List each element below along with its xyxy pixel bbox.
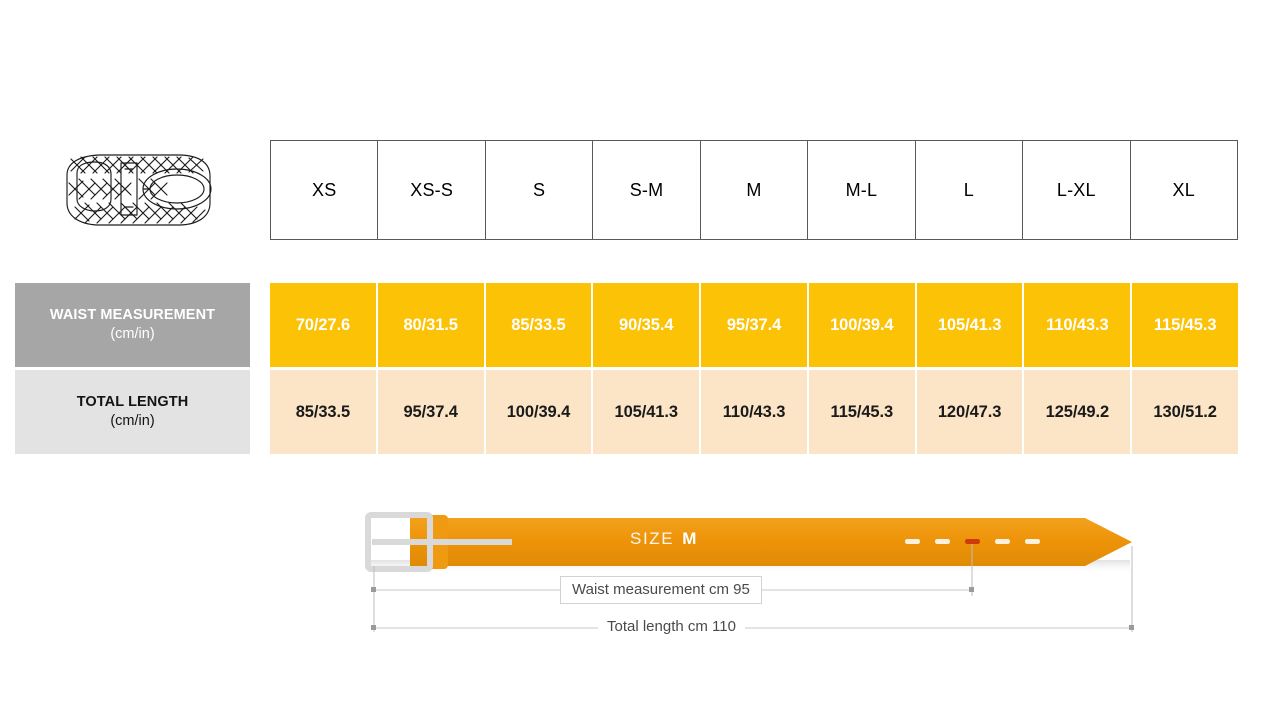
size-header-table: XS XS-S S S-M M M-L L L-XL XL bbox=[269, 140, 1238, 240]
waist-measurement-label: WAIST MEASUREMENT (cm/in) bbox=[15, 283, 250, 367]
length-value-7: 125/49.2 bbox=[1024, 370, 1133, 454]
waist-value-7: 110/43.3 bbox=[1024, 283, 1133, 367]
measurement-block: WAIST MEASUREMENT (cm/in) 70/27.6 80/31.… bbox=[15, 283, 1239, 458]
belt-strap bbox=[410, 518, 1132, 566]
waist-measurement-row: WAIST MEASUREMENT (cm/in) 70/27.6 80/31.… bbox=[15, 283, 1239, 367]
length-label-line1: TOTAL LENGTH bbox=[76, 393, 189, 410]
belt-hole-1 bbox=[905, 539, 920, 544]
buckle-prong-bar bbox=[372, 539, 512, 545]
belt-size-value: M bbox=[682, 529, 697, 548]
braided-belt-coiled-illustration bbox=[66, 154, 212, 226]
waist-value-8: 115/45.3 bbox=[1132, 283, 1239, 367]
size-header-cell-8: XL bbox=[1129, 140, 1238, 240]
belt-hole-5 bbox=[1025, 539, 1040, 544]
length-value-0: 85/33.5 bbox=[270, 370, 378, 454]
length-value-3: 105/41.3 bbox=[593, 370, 702, 454]
belt-measurement-diagram bbox=[350, 500, 1170, 650]
length-value-5: 115/45.3 bbox=[808, 370, 917, 454]
length-value-2: 100/39.4 bbox=[485, 370, 594, 454]
size-header-cell-3: S-M bbox=[592, 140, 701, 240]
length-value-1: 95/37.4 bbox=[377, 370, 486, 454]
waist-value-5: 100/39.4 bbox=[808, 283, 917, 367]
size-header-cell-5: M-L bbox=[807, 140, 916, 240]
waist-value-6: 105/41.3 bbox=[916, 283, 1025, 367]
belt-hole-4 bbox=[995, 539, 1010, 544]
waist-value-0: 70/27.6 bbox=[270, 283, 378, 367]
belt-hole-3-highlighted bbox=[965, 539, 980, 544]
length-label-line2: (cm/in) bbox=[110, 413, 155, 429]
length-value-4: 110/43.3 bbox=[701, 370, 809, 454]
waist-value-3: 90/35.4 bbox=[593, 283, 702, 367]
waist-value-4: 95/37.4 bbox=[701, 283, 809, 367]
total-length-label: TOTAL LENGTH (cm/in) bbox=[15, 370, 250, 454]
total-length-callout: Total length cm 110 bbox=[598, 616, 745, 637]
size-header-cell-4: M bbox=[699, 140, 809, 240]
total-length-values: 85/33.5 95/37.4 100/39.4 105/41.3 110/43… bbox=[270, 370, 1239, 454]
belt-size-word: SIZE bbox=[630, 529, 675, 548]
size-header-cell-2: S bbox=[484, 140, 594, 240]
waist-value-1: 80/31.5 bbox=[377, 283, 486, 367]
size-header-cell-7: L-XL bbox=[1022, 140, 1131, 240]
waist-label-line2: (cm/in) bbox=[110, 326, 155, 342]
size-header-row: XS XS-S S S-M M M-L L L-XL XL bbox=[269, 140, 1238, 240]
waist-values: 70/27.6 80/31.5 85/33.5 90/35.4 95/37.4 … bbox=[270, 283, 1239, 367]
size-header-cell-1: XS-S bbox=[377, 140, 486, 240]
total-length-dimension-line bbox=[371, 625, 1134, 630]
belt-illustration bbox=[365, 512, 1134, 632]
waist-label-line1: WAIST MEASUREMENT bbox=[49, 306, 216, 323]
length-value-8: 130/51.2 bbox=[1132, 370, 1239, 454]
waist-measurement-callout: Waist measurement cm 95 bbox=[560, 576, 762, 604]
total-length-row: TOTAL LENGTH (cm/in) 85/33.5 95/37.4 100… bbox=[15, 370, 1239, 454]
size-header-cell-0: XS bbox=[269, 140, 379, 240]
belt-hole-2 bbox=[935, 539, 950, 544]
waist-value-2: 85/33.5 bbox=[485, 283, 594, 367]
belt-size-overlay: SIZE M bbox=[630, 529, 697, 549]
size-header-cell-6: L bbox=[914, 140, 1024, 240]
product-thumbnail bbox=[55, 143, 220, 238]
length-value-6: 120/47.3 bbox=[916, 370, 1025, 454]
